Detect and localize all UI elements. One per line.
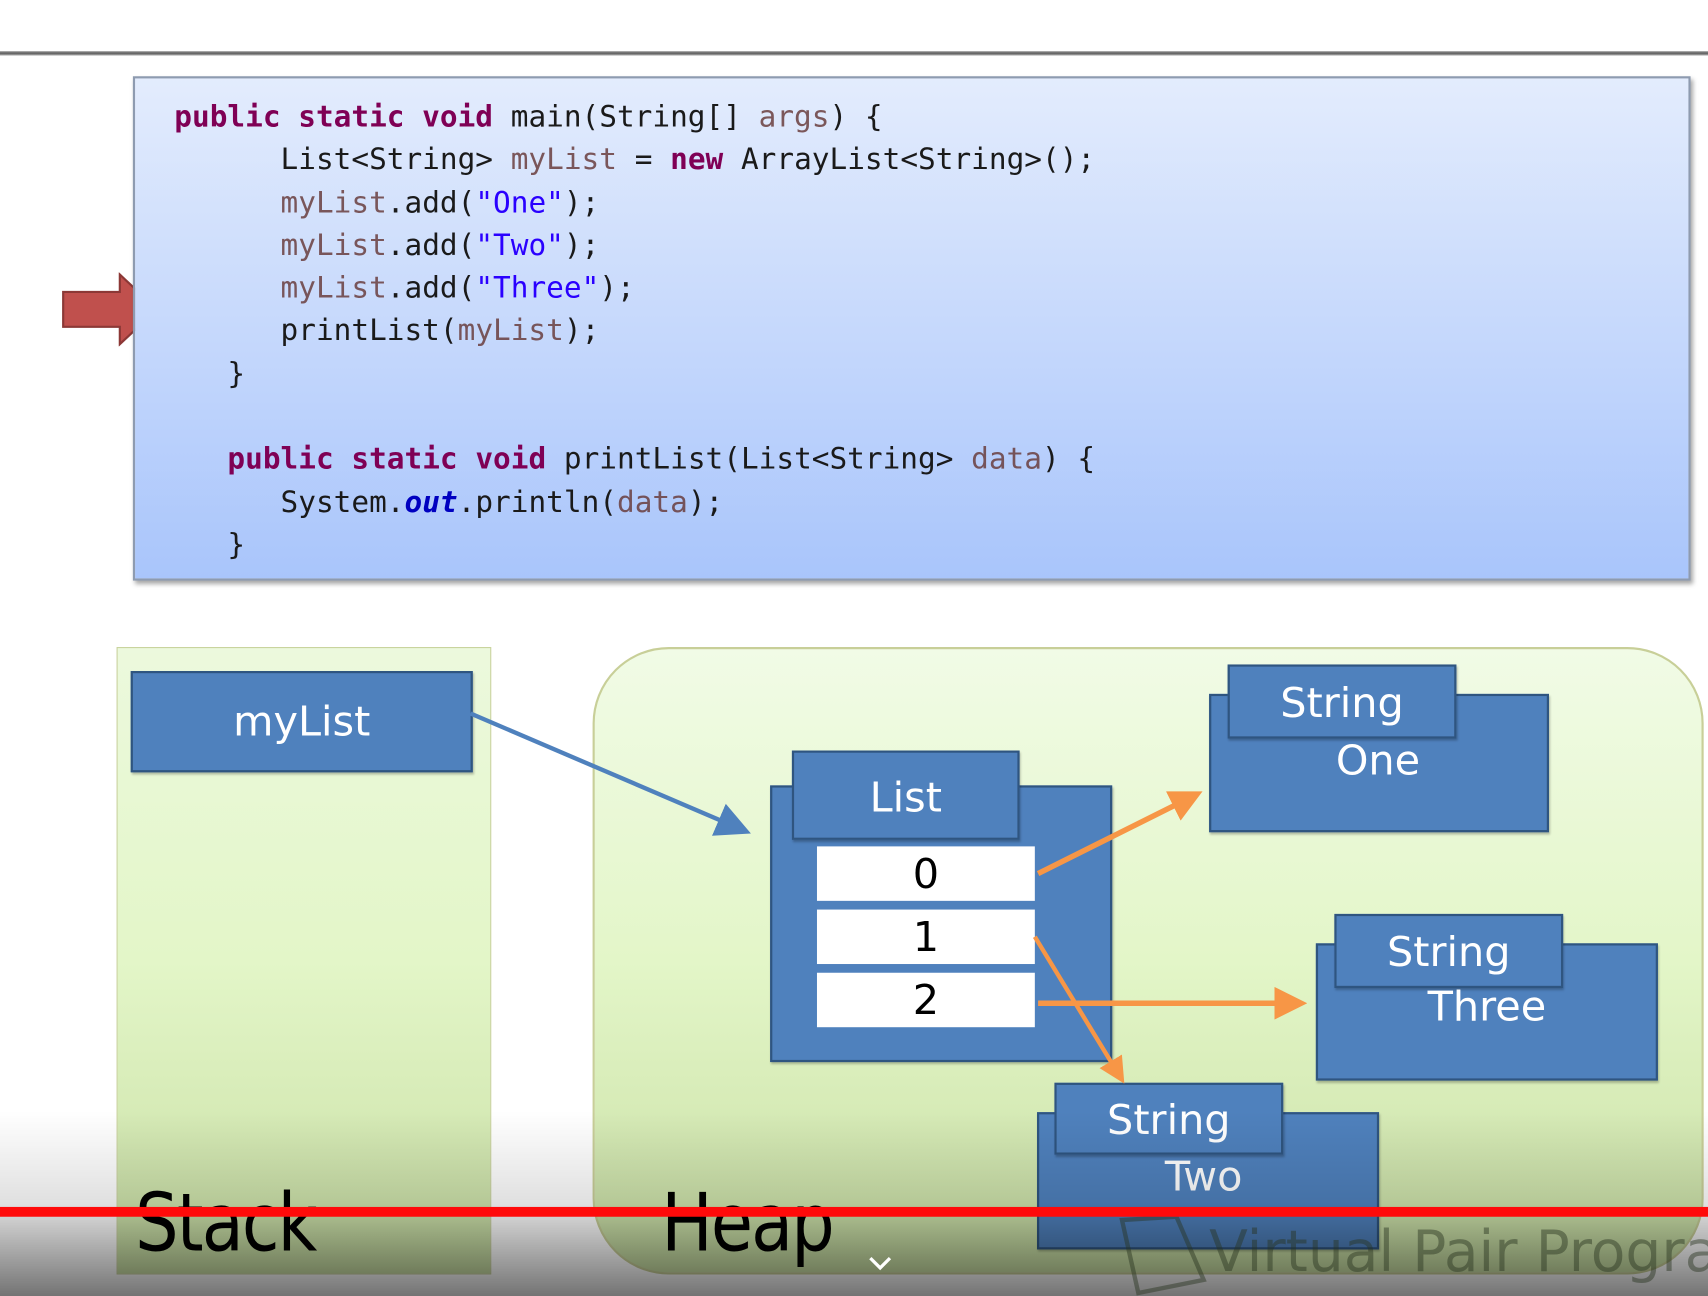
code-token: printList(List<String> (546, 442, 972, 477)
code-token: ); (563, 185, 600, 220)
list-index-0: 0 (816, 846, 1035, 901)
code-line: myList.add("Three"); (174, 267, 1095, 310)
code-token: out (404, 485, 458, 520)
code-line: List<String> myList = new ArrayList<Stri… (174, 139, 1096, 182)
code-line: myList.add("Two"); (174, 224, 1095, 267)
code-token: } (174, 528, 246, 563)
code-token: data (971, 442, 1042, 477)
code-token: .println( (457, 485, 618, 520)
code-listing: public static void main(String[] args) {… (174, 96, 1095, 567)
watermark-logo-icon (1119, 1214, 1207, 1296)
code-token: myList (510, 143, 617, 177)
code-token: main(String[] (493, 100, 759, 134)
code-token: "Two" (475, 228, 564, 263)
code-token: ); (599, 271, 635, 306)
code-line: } (174, 353, 1095, 396)
code-token: public static void (174, 100, 494, 134)
code-token: ) { (1041, 442, 1096, 477)
code-token: .add( (386, 185, 476, 220)
code-line: public static void main(String[] args) { (174, 96, 1095, 139)
code-token: public static void (227, 442, 547, 477)
video-progress-bar[interactable] (0, 1206, 1708, 1217)
code-token: ) { (829, 100, 883, 134)
list-index-2: 2 (816, 972, 1035, 1028)
code-token: myList (280, 228, 387, 263)
code-line: myList.add("One"); (174, 181, 1095, 224)
code-token: ); (563, 314, 600, 349)
chevron-down-icon[interactable] (867, 1255, 893, 1272)
code-token: myList (280, 185, 387, 220)
code-token: args (758, 100, 830, 134)
code-token: .add( (386, 228, 476, 263)
code-token: = (616, 143, 671, 177)
code-token: System. (174, 485, 405, 520)
code-panel: public static void main(String[] args) {… (132, 76, 1691, 581)
stack-label: Stack (135, 1176, 317, 1271)
arrow-index1-to-two (1032, 935, 1125, 1084)
code-token: data (617, 485, 688, 520)
code-line: } (174, 524, 1095, 567)
code-token: printList( (174, 314, 458, 349)
code-token: "Three" (475, 271, 600, 306)
string-one-type: String (1227, 664, 1457, 739)
code-token: ); (687, 485, 724, 520)
list-index-1: 1 (816, 909, 1035, 965)
code-line: printList(myList); (174, 310, 1095, 353)
code-token: myList (280, 271, 387, 306)
arrow-mylist-to-list (469, 711, 751, 836)
code-token: "One" (475, 185, 564, 220)
code-token: ArrayList<String>(); (723, 143, 1096, 177)
code-token: myList (457, 314, 564, 349)
code-token: .add( (386, 271, 476, 306)
string-three-type: String (1334, 913, 1564, 988)
string-three-value: Three (1427, 982, 1547, 1031)
heap-label: Heap (661, 1176, 835, 1271)
stack-var-mylist: myList (130, 671, 473, 773)
watermark: Virtual Pair Programmers (1209, 1220, 1708, 1286)
code-line: System.out.println(data); (174, 481, 1095, 524)
code-token: List<String> (174, 143, 511, 177)
code-token: } (174, 357, 246, 391)
string-one-value: One (1335, 736, 1421, 785)
code-line: public static void printList(List<String… (174, 438, 1095, 481)
header-divider (0, 51, 1708, 56)
arrow-index0-to-one (1036, 791, 1203, 877)
code-token: new (670, 143, 724, 177)
code-token: ); (563, 228, 600, 263)
list-title: List (791, 750, 1020, 840)
